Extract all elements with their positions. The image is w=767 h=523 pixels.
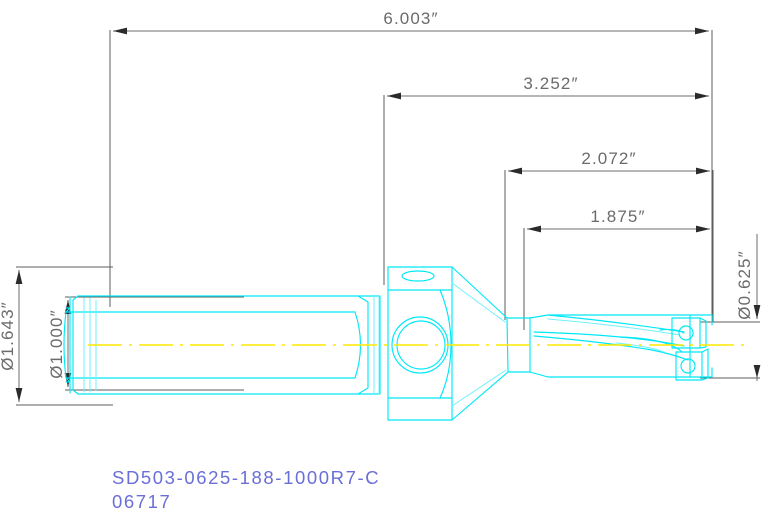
helical-flute-rib-b	[615, 342, 665, 353]
insert-screw-hole-lower	[680, 358, 696, 374]
helical-flute-rib-c	[547, 318, 681, 336]
dimension-drill-depth: 1.875″	[523, 207, 710, 330]
dimension-shank-diameter: Ø1.000″	[47, 296, 244, 391]
tip-top-edge	[689, 314, 713, 326]
flange-taper-top	[451, 266, 508, 319]
shank-section	[63, 295, 381, 395]
flange-divider-lines	[387, 289, 453, 399]
coolant-port-ellipse	[401, 270, 435, 282]
part-number-text: SD503-0625-188-1000R7-C	[112, 467, 380, 488]
arrowhead-cut-dia-bottom	[753, 365, 761, 378]
dimension-flute-reach: 2.072″	[504, 149, 714, 322]
insert-pocket-lower-body	[675, 351, 703, 381]
helical-flute-edge-lower-1	[533, 335, 689, 361]
insert-lower-side-face	[701, 348, 709, 381]
part-label-block: SD503-0625-188-1000R7-C 06717	[112, 467, 380, 512]
dimension-label-overall-length: 6.003″	[383, 9, 438, 28]
tip-bottom-edge	[689, 367, 713, 378]
shank-end-face-arc	[63, 311, 67, 379]
shank-outer-profile	[72, 295, 381, 395]
insert-pocket-upper-body	[671, 317, 701, 349]
dimension-gage-length: 3.252″	[383, 74, 709, 285]
dimension-label-drill-depth: 1.875″	[590, 207, 645, 226]
insert-pockets	[671, 314, 713, 381]
flute-body	[529, 314, 691, 378]
item-code-text: 06717	[112, 491, 171, 512]
dimension-label-flute-reach: 2.072″	[581, 149, 636, 168]
dimension-overall-length: 6.003″	[109, 9, 713, 325]
dimension-label-gage-length: 3.252″	[523, 74, 578, 93]
dimension-label-cutting-diameter: Ø0.625″	[735, 250, 754, 319]
dimension-label-flange-diameter: Ø1.643″	[0, 301, 17, 370]
insert-upper-side-face	[699, 317, 707, 349]
flange-taper-bottom	[451, 371, 509, 421]
flange-taper-inner-edges	[451, 282, 507, 407]
dimension-flange-diameter: Ø1.643″	[0, 266, 113, 406]
flange-block	[387, 266, 509, 421]
dimension-label-shank-diameter: Ø1.000″	[47, 309, 66, 378]
dimension-cutting-diameter: Ø0.625″	[700, 234, 761, 381]
tool-geometry	[63, 266, 745, 421]
flute-body-outer-profile	[529, 314, 691, 378]
flute-pocket-relief	[659, 328, 685, 334]
helical-flute-edge-upper-2	[533, 331, 685, 347]
helical-flute-rib-a	[619, 336, 683, 353]
shank-inner-bore-lines	[65, 311, 356, 379]
insert-screw-hole-upper	[678, 325, 694, 341]
